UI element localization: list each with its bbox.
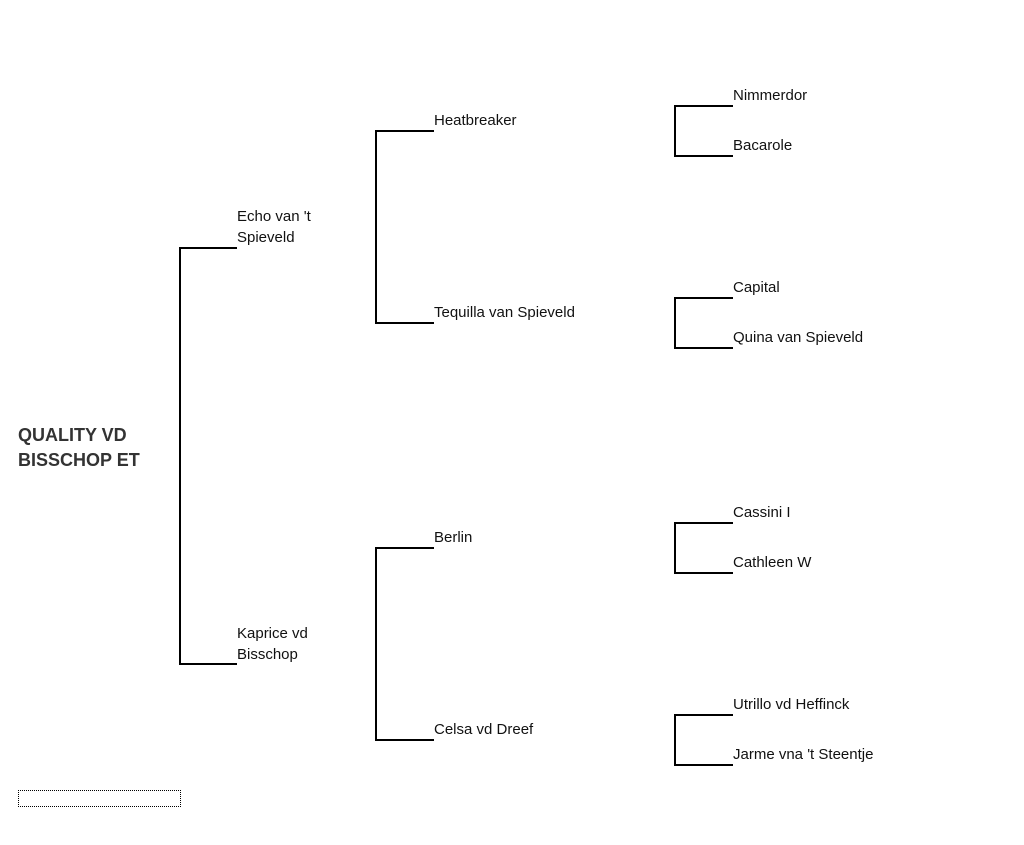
sdd-name: Quina van Spieveld [733, 329, 864, 346]
gen3-bracket-3-bottom [674, 572, 733, 574]
gen3-bracket-1-top [674, 105, 733, 107]
gen1-bracket-vertical [179, 247, 181, 665]
gen3-bracket-2-vertical [674, 297, 676, 349]
gen3-bracket-3-top [674, 522, 733, 524]
ssd-name: Bacarole [733, 137, 793, 154]
dam-sire-name: Berlin [434, 529, 473, 546]
sss-name: Nimmerdor [733, 87, 808, 104]
gen3-bracket-2-bottom [674, 347, 733, 349]
dam-name: Kaprice vd Bisschop [237, 625, 308, 663]
sire-dam-name: Tequilla van Spieveld [434, 304, 575, 321]
dsd-name: Cathleen W [733, 554, 812, 571]
sire-sire-name: Heatbreaker [434, 112, 517, 129]
gen2-dam-bracket-top [375, 547, 434, 549]
gen3-bracket-2-top [674, 297, 733, 299]
gen2-sire-bracket-top [375, 130, 434, 132]
gen3-bracket-1-vertical [674, 105, 676, 157]
sire-name: Echo van 't Spieveld [237, 208, 311, 246]
sds-name: Capital [733, 279, 780, 296]
dss-name: Cassini I [733, 504, 791, 521]
gen3-bracket-4-top [674, 714, 733, 716]
gen3-bracket-4-vertical [674, 714, 676, 766]
gen2-dam-bracket-vertical [375, 547, 377, 741]
gen2-sire-bracket-vertical [375, 130, 377, 324]
gen2-dam-bracket-bottom [375, 739, 434, 741]
subject-name: QUALITY VD BISSCHOP ET [18, 425, 140, 470]
ddd-name: Jarme vna 't Steentje [733, 746, 874, 763]
dds-name: Utrillo vd Heffinck [733, 696, 850, 713]
gen1-bracket-bottom [179, 663, 237, 665]
gen3-bracket-1-bottom [674, 155, 733, 157]
focus-box[interactable] [18, 790, 181, 807]
gen1-bracket-top [179, 247, 237, 249]
dam-dam-name: Celsa vd Dreef [434, 721, 534, 738]
gen2-sire-bracket-bottom [375, 322, 434, 324]
gen3-bracket-3-vertical [674, 522, 676, 574]
gen3-bracket-4-bottom [674, 764, 733, 766]
